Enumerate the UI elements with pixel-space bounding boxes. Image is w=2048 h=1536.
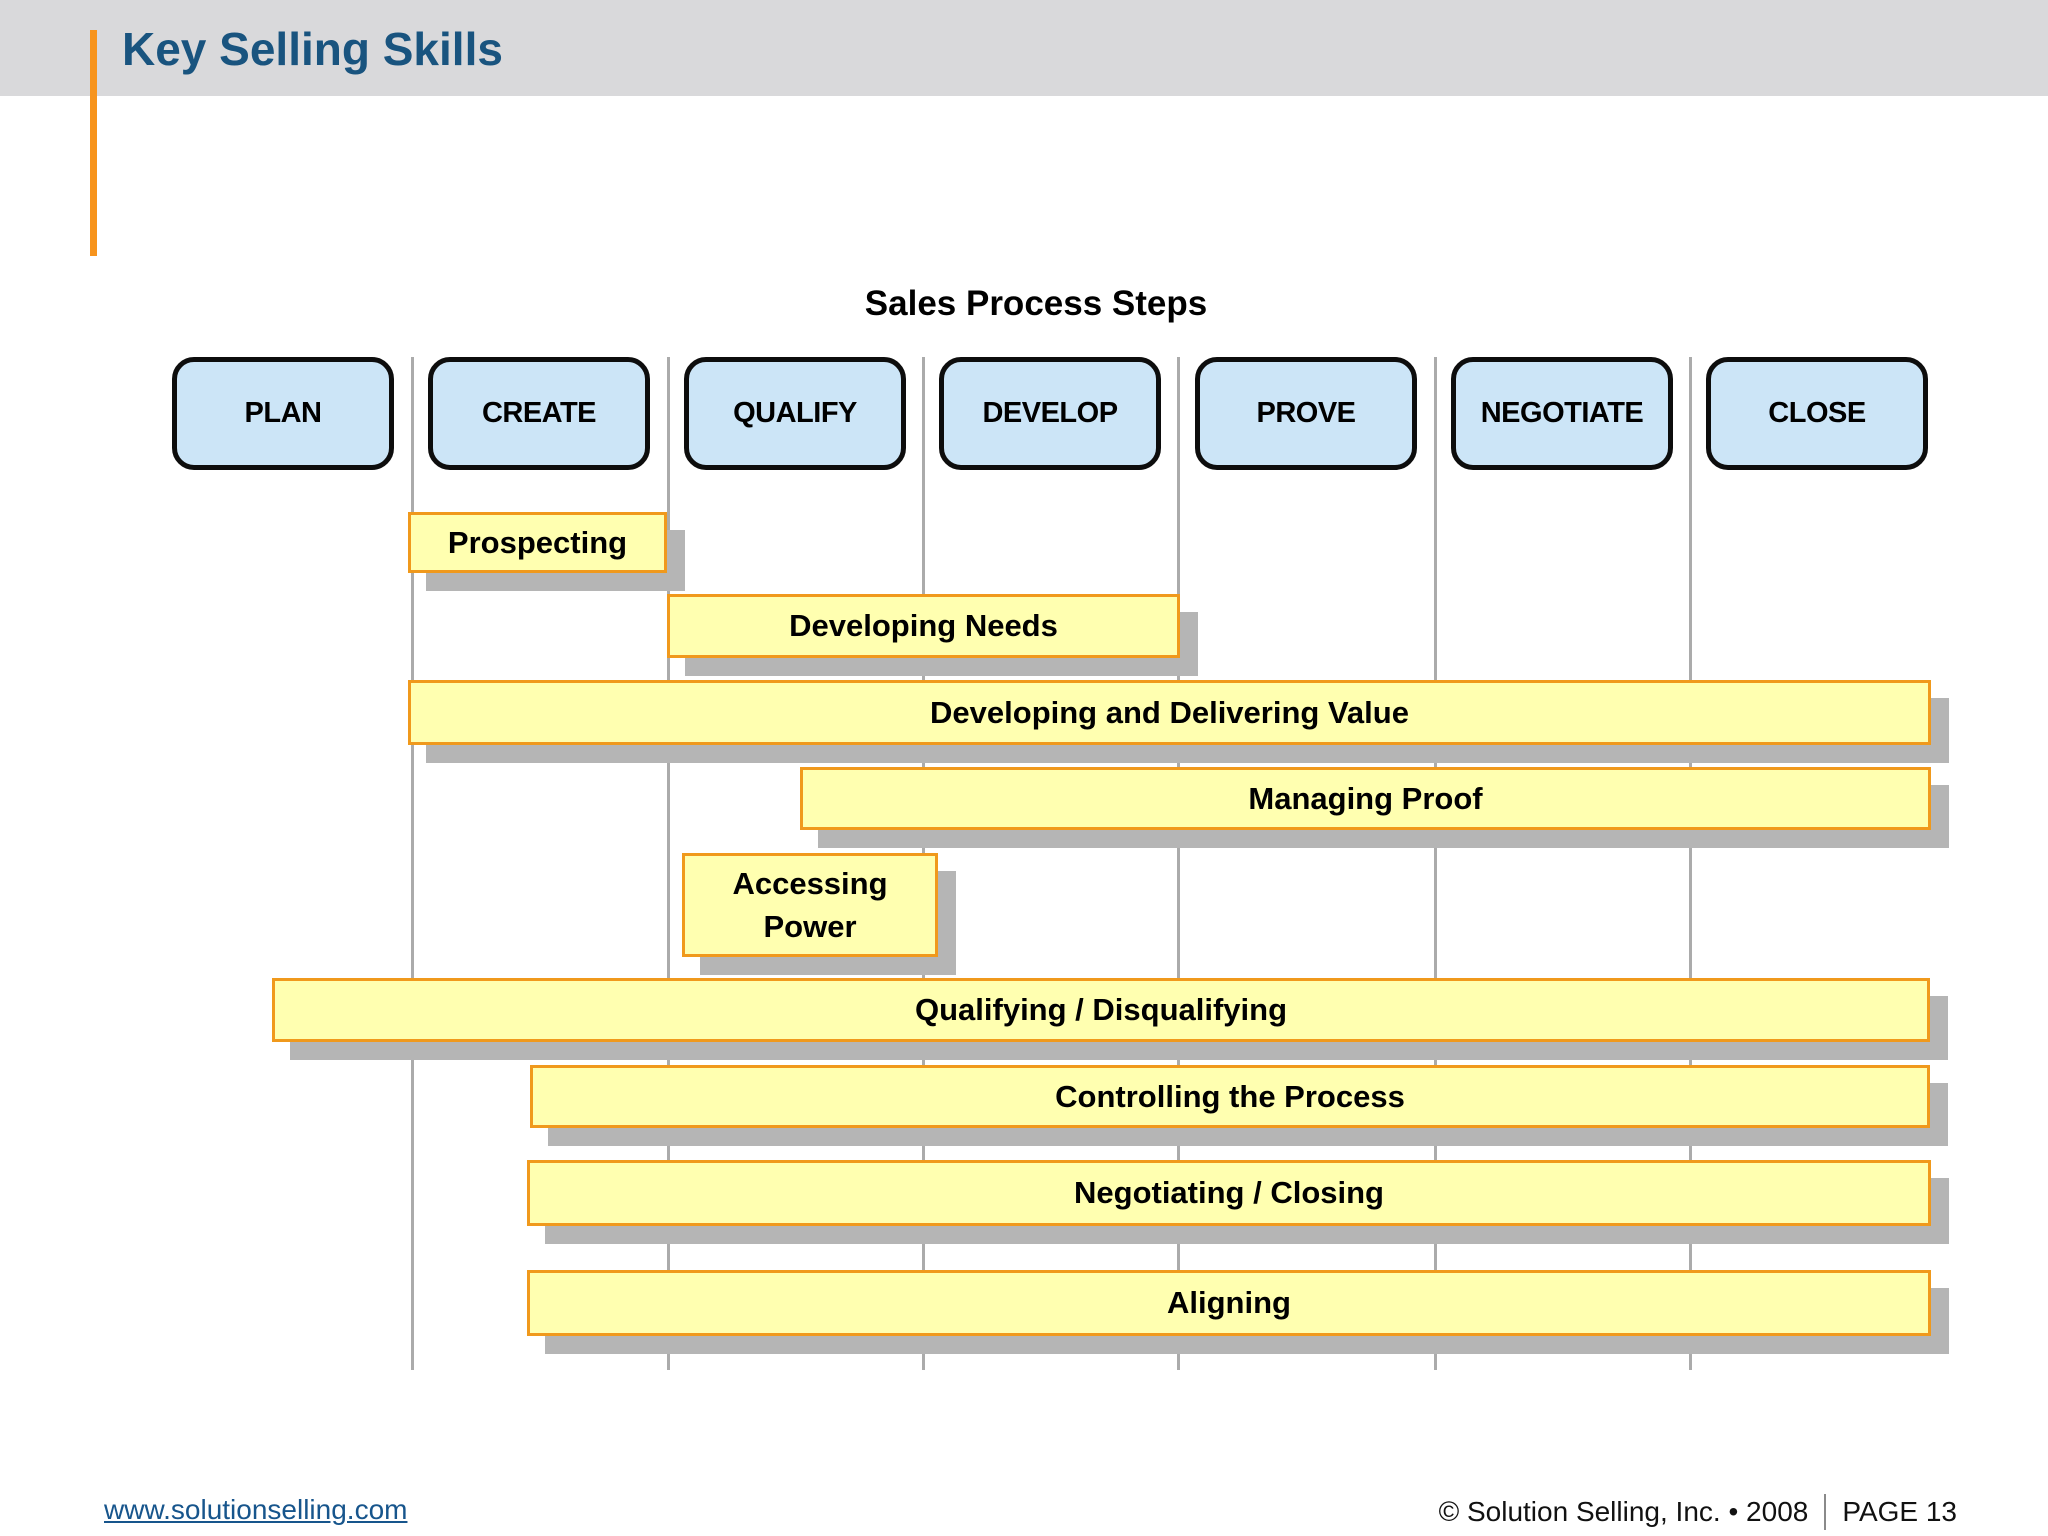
- step-box-prove: PROVE: [1195, 357, 1417, 470]
- footer-divider: [1824, 1494, 1827, 1530]
- step-box-develop: DEVELOP: [939, 357, 1161, 470]
- step-box-negotiate: NEGOTIATE: [1451, 357, 1673, 470]
- column-line-1: [411, 357, 414, 1370]
- step-box-create: CREATE: [428, 357, 650, 470]
- skill-bar-accessing-power: Accessing Power: [682, 853, 938, 957]
- step-box-close: CLOSE: [1706, 357, 1928, 470]
- skill-bar-developing-and-delivering-value: Developing and Delivering Value: [408, 680, 1931, 745]
- column-line-5: [1434, 357, 1437, 1370]
- slide-title: Key Selling Skills: [122, 23, 503, 75]
- skill-bar-qualifying-disqualifying: Qualifying / Disqualifying: [272, 978, 1930, 1042]
- skill-bar-managing-proof: Managing Proof: [800, 767, 1931, 830]
- skill-bar-negotiating-closing: Negotiating / Closing: [527, 1160, 1931, 1226]
- column-line-6: [1689, 357, 1692, 1370]
- step-box-plan: PLAN: [172, 357, 394, 470]
- skill-bar-aligning: Aligning: [527, 1270, 1931, 1336]
- accent-line: [90, 30, 97, 256]
- footer-copyright: © Solution Selling, Inc. • 2008: [1438, 1496, 1809, 1527]
- footer-website-link[interactable]: www.solutionselling.com: [104, 1494, 408, 1525]
- header-bar: [0, 0, 2048, 96]
- skill-bar-prospecting: Prospecting: [408, 512, 667, 573]
- skill-bar-developing-needs: Developing Needs: [667, 594, 1180, 658]
- column-line-4: [1177, 357, 1180, 1370]
- column-line-2: [667, 357, 670, 1370]
- footer-right: © Solution Selling, Inc. • 2008 PAGE 13: [1439, 1494, 1957, 1530]
- diagram-title: Sales Process Steps: [864, 284, 1208, 323]
- skill-bar-controlling-the-process: Controlling the Process: [530, 1065, 1930, 1128]
- step-box-qualify: QUALIFY: [684, 357, 906, 470]
- footer-page-number: PAGE 13: [1842, 1496, 1957, 1527]
